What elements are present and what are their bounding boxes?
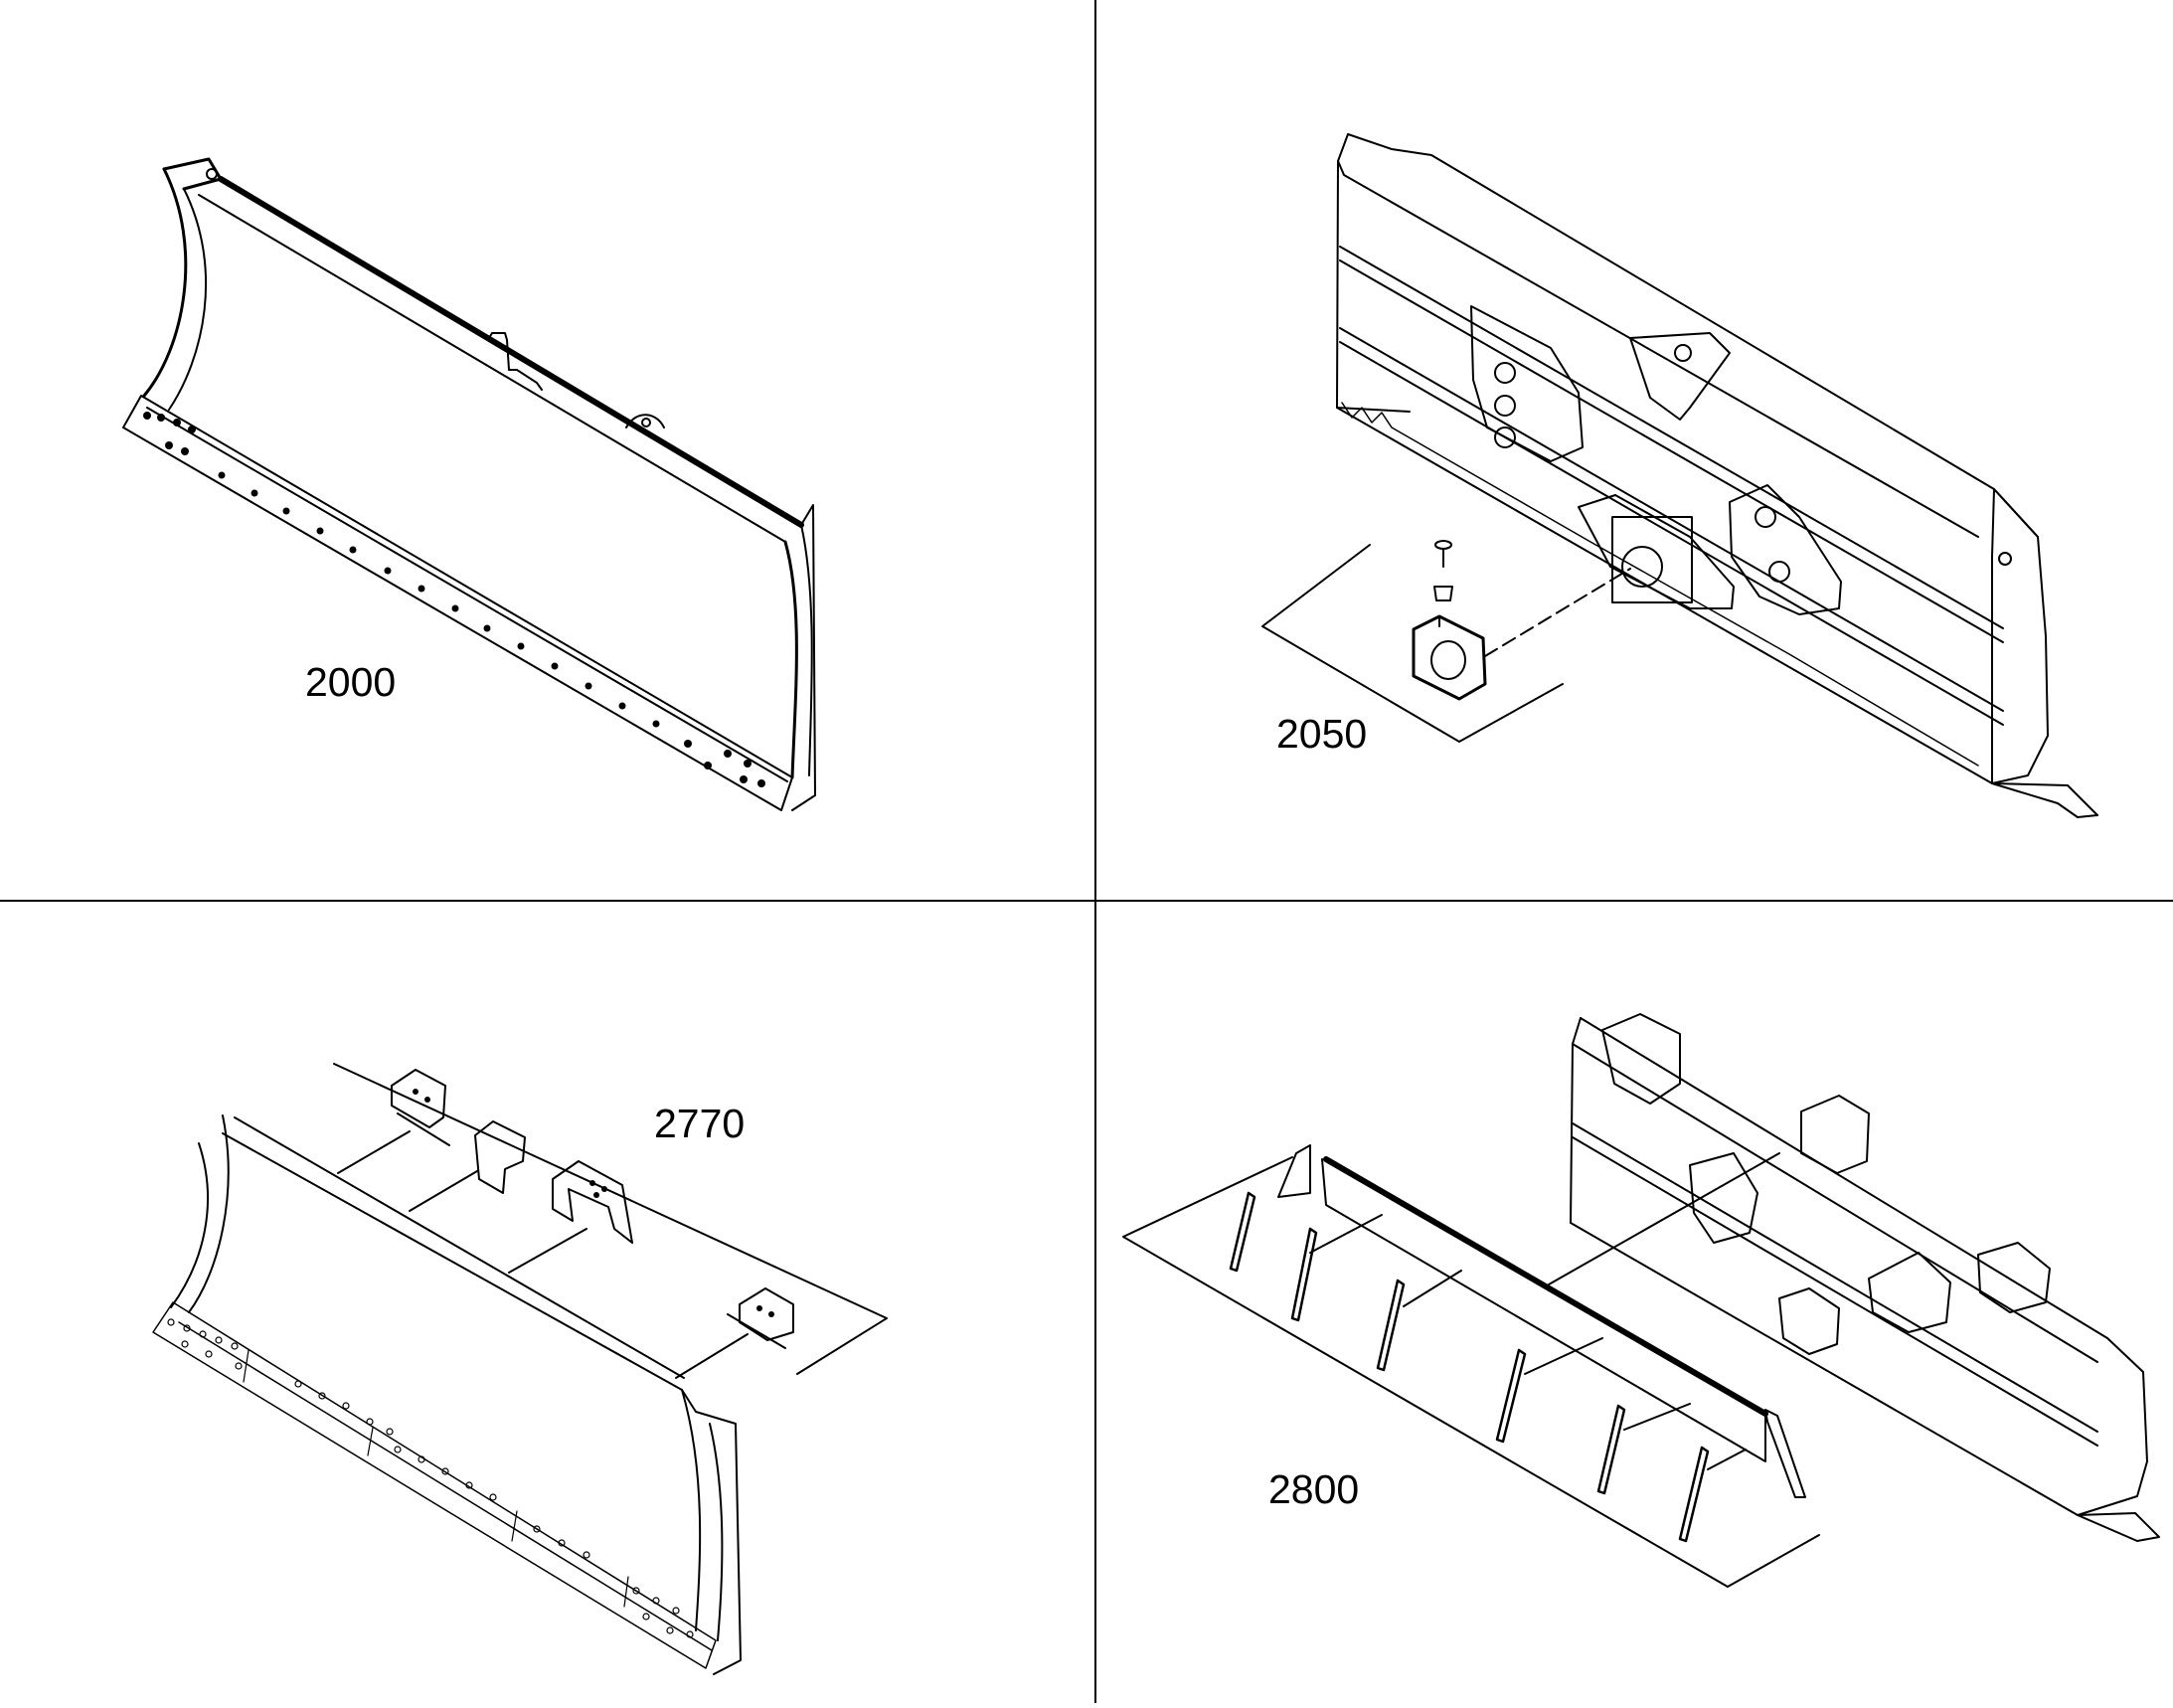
part-number-2050: 2050 <box>1276 711 1368 757</box>
blade-wear-parts <box>1122 1013 2160 1588</box>
dozer-blade-assembly <box>122 157 816 811</box>
part-number-2800: 2800 <box>1268 1466 1360 1512</box>
blade-frame-rear-view <box>1261 133 2098 818</box>
part-number-2000: 2000 <box>305 659 397 705</box>
part-number-2770: 2770 <box>654 1101 746 1146</box>
blade-mounting-brackets <box>152 1063 888 1675</box>
